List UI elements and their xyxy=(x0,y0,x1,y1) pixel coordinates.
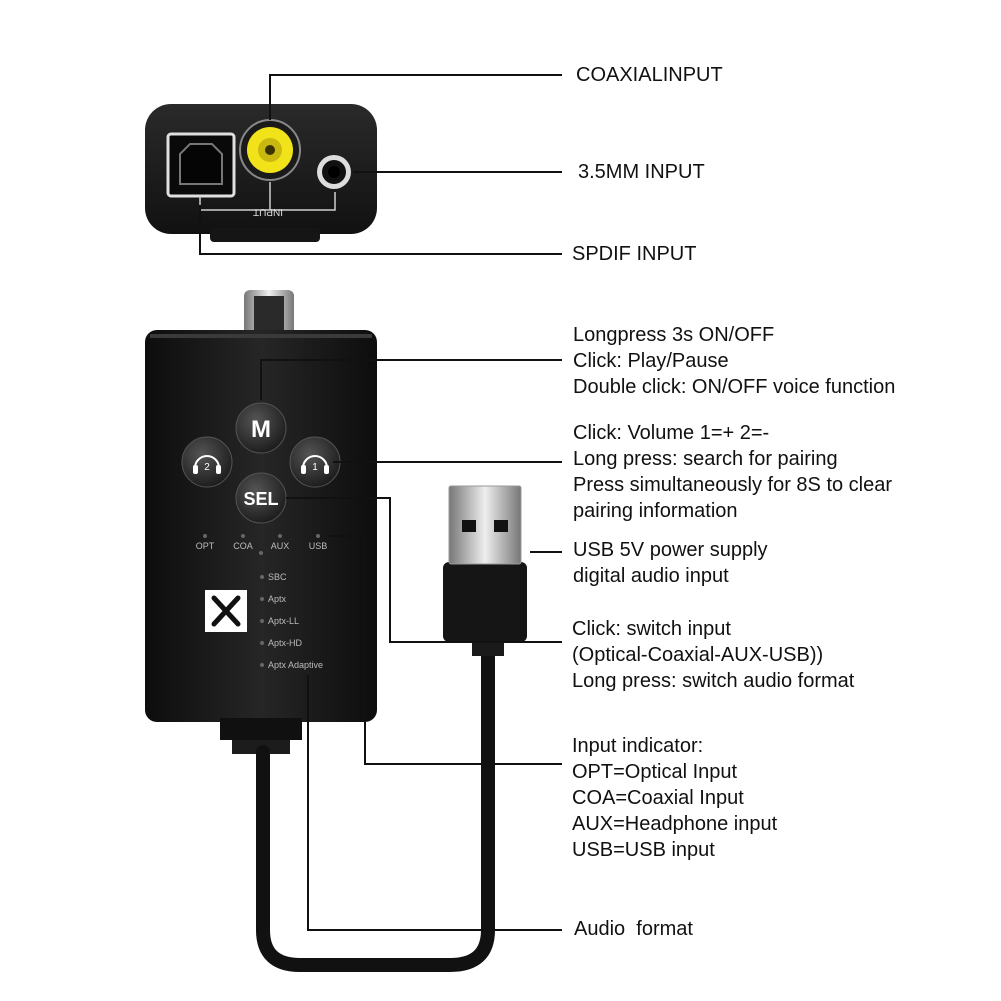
input-indicators: OPT COA AUX USB xyxy=(196,534,328,555)
callout-audio-format: Audio format xyxy=(574,918,693,940)
sel-button[interactable]: SEL xyxy=(235,472,287,524)
m-button[interactable]: M xyxy=(235,402,287,454)
usb-cable xyxy=(256,633,495,972)
optical-port-icon xyxy=(166,132,236,198)
format-aptx: Aptx xyxy=(268,594,287,604)
svg-text:1: 1 xyxy=(312,462,318,473)
jack-35mm-icon xyxy=(317,155,351,189)
svg-text:2: 2 xyxy=(204,462,210,473)
callout-sel-button: Click: switch input (Optical-Coaxial-AUX… xyxy=(572,618,855,692)
main-device: M 2 1 SEL xyxy=(145,290,377,754)
indicator-coa: COA xyxy=(233,541,253,551)
format-sbc: SBC xyxy=(268,572,287,582)
brand-logo-icon xyxy=(205,590,247,632)
callout-coaxial-input: COAXIALINPUT xyxy=(576,64,723,86)
callout-spdif-input: SPDIF INPUT xyxy=(572,243,697,265)
headphone-icon xyxy=(301,455,329,474)
input-port-label: INPUT xyxy=(253,206,283,217)
callout-lines xyxy=(199,74,562,931)
svg-text:M: M xyxy=(251,416,271,443)
audio-format-list: SBC Aptx Aptx-LL Aptx-HD Aptx Adaptive xyxy=(260,572,323,670)
headphone-icon xyxy=(193,455,221,474)
top-jack-icon xyxy=(244,290,294,336)
format-aptx-hd: Aptx-HD xyxy=(268,638,303,648)
callout-input-indicator: Input indicator: OPT=Optical Input COA=C… xyxy=(572,735,778,861)
top-device: INPUT xyxy=(145,104,377,242)
svg-text:SEL: SEL xyxy=(243,489,278,509)
callout-usb-power: USB 5V power supply digital audio input xyxy=(573,539,768,587)
rca-coaxial-icon xyxy=(239,119,301,181)
format-aptx-ll: Aptx-LL xyxy=(268,616,299,626)
callout-volume-buttons: Click: Volume 1=+ 2=- Long press: search… xyxy=(573,422,893,522)
callout-m-button: Longpress 3s ON/OFF Click: Play/Pause Do… xyxy=(573,324,896,398)
indicator-aux: AUX xyxy=(271,541,290,551)
indicator-usb: USB xyxy=(309,541,328,551)
volume-down-button[interactable]: 2 xyxy=(181,436,233,488)
indicator-opt: OPT xyxy=(196,541,215,551)
volume-up-button[interactable]: 1 xyxy=(289,436,341,488)
format-aptx-adaptive: Aptx Adaptive xyxy=(268,660,323,670)
callout-35mm-input: 3.5MM INPUT xyxy=(578,161,705,183)
usb-plug-icon xyxy=(443,485,527,656)
